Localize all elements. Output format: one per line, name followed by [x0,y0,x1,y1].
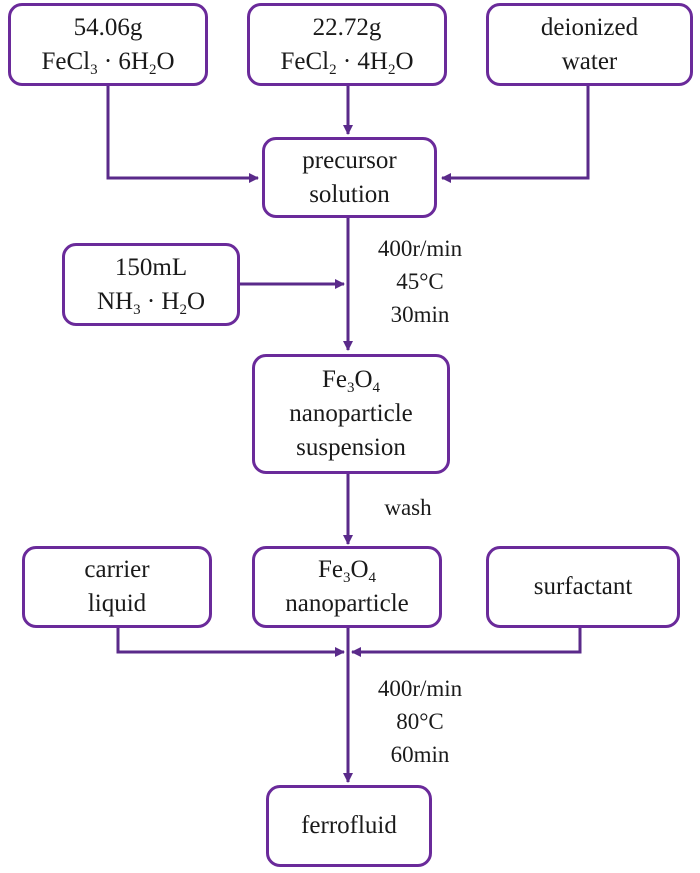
formula-subscript: 3 [133,301,141,318]
formula-text: · H [140,287,180,315]
formula-text: FeCl [41,47,91,75]
node-ammonia: 150mL NH3 · H2O [62,243,240,326]
formula-subscript: 3 [342,570,351,586]
formula-text: O [350,556,369,583]
formula-text: · 6H [97,47,149,75]
node-carrier-line2: liquid [87,590,147,617]
node-ferrofluid-line1: ferrofluid [301,812,397,839]
arrow-carrier-to-main [116,628,345,657]
formula-text: O [395,47,414,75]
node-ferrofluid: ferrofluid [266,785,432,867]
condition-speed-1: 400r/min [377,236,463,261]
node-carrier-line1: carrier [84,556,150,583]
formula-text: O [156,47,175,75]
formula-text: O [186,287,206,315]
node-precursor-solution: precursor solution [262,137,437,218]
node-ammonia-formula: NH3 · H2O [97,285,205,319]
node-carrier-liquid: carrier liquid [22,546,212,628]
formula-text: FeCl [280,47,330,75]
node-surfactant-line1: surfactant [533,573,633,600]
condition-speed-2: 400r/min [377,676,463,701]
node-suspension-line2: nanoparticle [289,400,413,427]
node-fecl2-formula: FeCl2 · 4H2O [280,45,413,79]
node-suspension-formula: Fe3O4 [322,363,380,397]
arrow-surfactant-to-main [351,628,582,657]
formula-subscript: 3 [90,61,98,78]
formula-subscript: 2 [329,61,337,78]
formula-text: NH [96,287,134,315]
conditions-step2: 400r/min 80°C 60min [360,672,480,771]
node-surfactant: surfactant [486,546,680,628]
formula-text: Fe [317,556,343,583]
condition-temp-2: 80°C [396,709,444,734]
formula-subscript: 2 [179,301,187,318]
node-precursor-line2: solution [309,180,390,208]
node-fecl3-mass: 54.06g [73,13,143,41]
arrow-water-to-precursor [441,86,590,183]
formula-subscript: 4 [368,570,377,586]
node-ammonia-volume: 150mL [114,253,188,281]
node-water-line2: water [561,47,618,75]
formula-subscript: 4 [372,380,381,396]
formula-text: · 4H [336,47,388,75]
node-fecl2-mass: 22.72g [312,13,382,41]
node-fe3o4-suspension: Fe3O4 nanoparticle suspension [252,354,450,474]
node-nanoparticle-formula: Fe3O4 [318,553,376,587]
arrow-fecl3-to-precursor [106,86,259,183]
formula-subscript: 2 [387,61,396,78]
condition-time-1: 30min [390,302,450,327]
node-nanoparticle-line2: nanoparticle [285,590,409,617]
conditions-step1: 400r/min 45°C 30min [360,232,480,331]
condition-temp-1: 45°C [396,269,444,294]
node-fe3o4-nanoparticle: Fe3O4 nanoparticle [252,546,442,628]
formula-text: Fe [321,366,347,393]
formula-text: O [354,366,373,393]
node-water-line1: deionized [540,13,639,41]
node-fecl3: 54.06g FeCl3 · 6H2O [8,3,208,86]
node-deionized-water: deionized water [486,3,693,86]
node-fecl3-formula: FeCl3 · 6H2O [41,45,174,79]
node-precursor-line1: precursor [302,146,397,174]
formula-subscript: 3 [346,380,355,396]
condition-wash: wash [384,495,432,520]
formula-subscript: 2 [148,61,157,78]
node-suspension-line3: suspension [296,434,406,461]
node-fecl2: 22.72g FeCl2 · 4H2O [247,3,447,86]
condition-time-2: 60min [390,742,450,767]
